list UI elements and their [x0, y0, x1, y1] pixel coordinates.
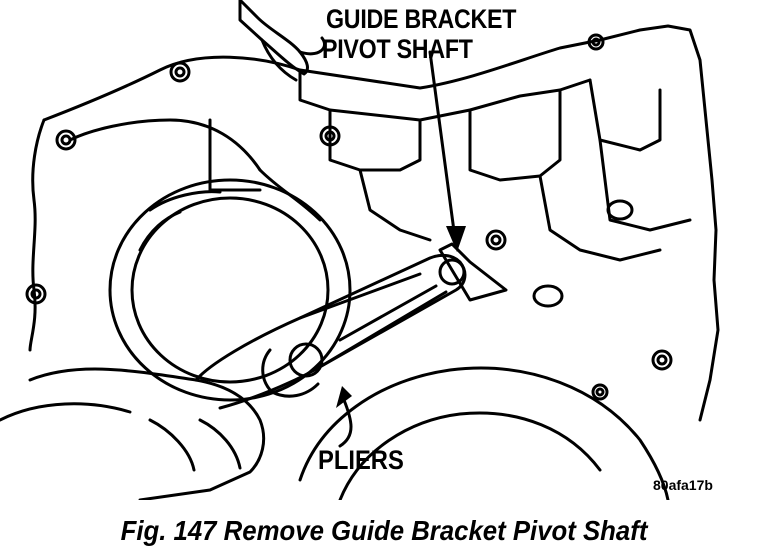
pivot-shaft-leader-line	[428, 50, 458, 248]
pivot-shaft-label: PIVOT SHAFT	[322, 34, 473, 64]
pliers-arrowhead	[336, 386, 352, 408]
bolt-holes	[25, 33, 673, 401]
pliers-label: PLIERS	[318, 445, 404, 475]
pliers-drawing	[0, 253, 467, 500]
transmission-case-illustration	[0, 0, 720, 500]
hand-lower	[28, 367, 266, 500]
figure-code: 80afa17b	[653, 477, 713, 493]
pliers-leader-line	[338, 398, 353, 448]
figure-caption: Fig. 147 Remove Guide Bracket Pivot Shaf…	[120, 515, 648, 546]
pivot-shaft-arrowhead	[446, 226, 466, 252]
hand-upper	[238, 0, 309, 76]
case-lower-opening	[298, 366, 670, 500]
guide-bracket-label: GUIDE BRACKET	[326, 4, 517, 34]
case-bore	[108, 178, 352, 402]
